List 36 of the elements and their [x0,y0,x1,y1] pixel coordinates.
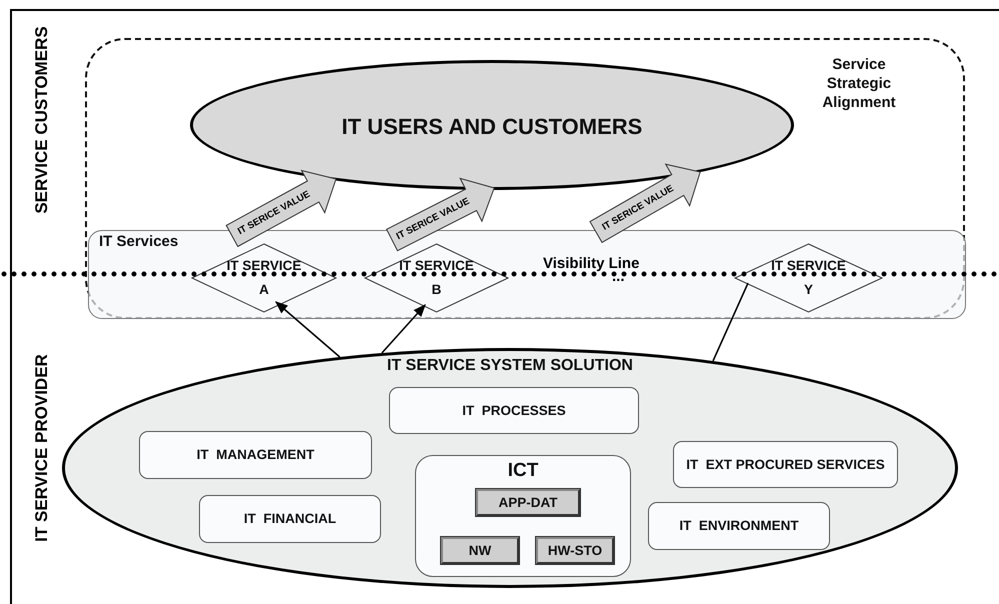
node-label: IT SERVICE Y [770,257,847,299]
node-label: APP-DAT [498,495,558,510]
node-label: ICT [508,460,538,482]
group-box [415,455,631,577]
node-label: HW-STO [548,543,602,558]
arrow [275,301,340,358]
decision-diamond [192,244,336,312]
node-label: IT SERVICE B [398,257,475,299]
decision-diamond [365,244,508,312]
process-box [389,387,639,434]
component-box [476,489,580,516]
node-label: IT EXT PROCURED SERVICES [686,456,885,472]
component-box [536,537,614,564]
node-label: IT ENVIRONMENT [679,518,799,534]
section-label: IT SERVICE PROVIDER [32,354,52,542]
arrow [381,304,426,354]
block-arrow [589,163,701,244]
node-label: IT SERVICE A [226,257,302,299]
block-arrow [386,178,495,252]
process-box [139,431,372,479]
node-label: IT USERS AND CUSTOMERS [342,113,642,140]
node-label: IT FINANCIAL [244,511,336,527]
dashed-region [85,38,965,319]
decision-diamond [735,244,882,312]
node-label: IT Services [99,233,178,252]
node-label: NW [468,543,492,558]
process-box [199,495,381,543]
node-label: IT SERVICE SYSTEM SOLUTION [387,357,633,375]
component-box [441,537,519,564]
node-label: IT PROCESSES [462,402,566,418]
section-label: SERVICE CUSTOMERS [32,26,52,214]
block-arrow [226,170,337,248]
node-label: IT MANAGEMENT [196,447,314,463]
node-label: Service Strategic Alignment [821,56,897,112]
process-box [648,502,830,550]
process-box [673,441,898,488]
